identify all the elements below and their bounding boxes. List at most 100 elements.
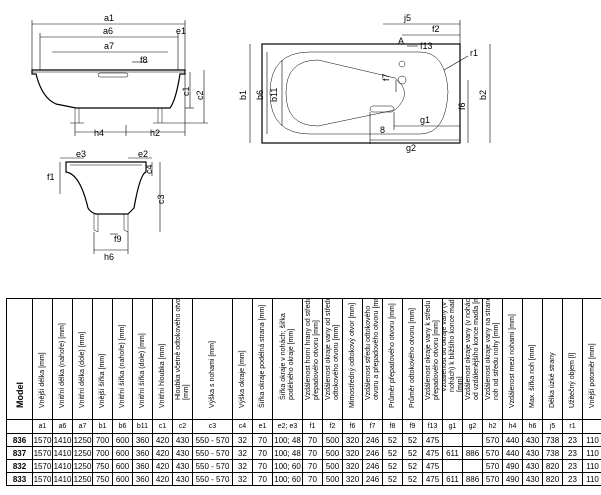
table-cell: 246 <box>362 433 383 447</box>
column-header: Vnitřní šířka (dole) [mm] <box>132 298 153 420</box>
table-cell: 500 <box>322 472 343 486</box>
table-cell: 360 <box>132 433 153 447</box>
label-f13: f13 <box>420 41 433 51</box>
model-cell: 832 <box>6 459 33 473</box>
table-cell: 600 <box>112 433 133 447</box>
label-f7: f7 <box>381 73 391 81</box>
table-cell: 430 <box>172 446 193 460</box>
table-cell: 886 <box>462 472 483 486</box>
column-header: Vzdálenost okraje vany k středu přepadov… <box>422 298 443 420</box>
table-cell: 52 <box>402 459 423 473</box>
table-cell: 1570 <box>32 433 53 447</box>
table-cell: 700 <box>92 433 113 447</box>
label-c3: c3 <box>156 194 166 204</box>
table-cell: 1410 <box>52 433 73 447</box>
column-header: Vzdálenost okraje vany na straně noh od … <box>482 298 503 420</box>
spec-table-container: Model Vnější délka [mm]Vnitřní délka (na… <box>6 298 601 486</box>
column-code: f2 <box>322 419 343 434</box>
column-header: Max. šířka noh [mm] <box>522 298 543 420</box>
column-header: Průměr odtokového otvoru [mm] <box>402 298 423 420</box>
table-cell: 320 <box>342 446 363 460</box>
column-code: h6 <box>522 419 543 434</box>
column-header: Výška s nohami [mm] <box>192 298 233 420</box>
table-cell: 820 <box>542 459 563 473</box>
table-cell: 550 - 570 <box>192 459 233 473</box>
table-cell: 320 <box>342 433 363 447</box>
table-cell: 70 <box>252 472 273 486</box>
table-cell: 738 <box>542 446 563 460</box>
table-cell: 1250 <box>72 459 93 473</box>
label-f1: f1 <box>47 172 55 182</box>
table-cell: 570 <box>482 446 503 460</box>
table-cell <box>442 433 463 447</box>
column-code: c3 <box>192 419 233 434</box>
table-cell: 500 <box>322 446 343 460</box>
column-code: h4 <box>502 419 523 434</box>
table-cell: 600 <box>112 446 133 460</box>
table-cell: 550 - 570 <box>192 472 233 486</box>
column-header: Šířka okraje podélná strana [mm] <box>252 298 273 420</box>
column-header: Vzdálenost od okraje vany (v nohách) k b… <box>442 298 463 420</box>
table-cell: 320 <box>342 459 363 473</box>
label-g1: g1 <box>420 115 430 125</box>
table-cell: 500 <box>322 459 343 473</box>
table-cell: 1250 <box>72 433 93 447</box>
column-code: c2 <box>172 419 193 434</box>
table-cell: 70 <box>302 472 323 486</box>
model-cell: 836 <box>6 433 33 447</box>
table-cell: 430 <box>172 433 193 447</box>
label-r1: r1 <box>470 48 478 58</box>
label-h4: h4 <box>94 128 104 138</box>
column-code: g2 <box>462 419 483 434</box>
column-header: Vnější potoměr [mm] <box>582 298 601 420</box>
label-f2: f2 <box>432 24 440 34</box>
column-header: Vzdálenost středu odtokového otvoru a př… <box>362 298 383 420</box>
side-view: a1 a6 e1 a7 f8 c1 c2 h4 h2 <box>31 13 208 138</box>
model-header: Model <box>6 298 33 420</box>
table-cell: 430 <box>522 459 543 473</box>
label-A: A <box>398 36 404 46</box>
table-cell: 110 <box>582 472 601 486</box>
table-cell: 100; 48 <box>272 446 303 460</box>
table-cell: 23 <box>562 446 583 460</box>
table-cell: 430 <box>172 472 193 486</box>
table-cell: 475 <box>422 459 443 473</box>
column-header: Vzdálenost okraje vany od středu odtokov… <box>322 298 343 420</box>
table-cell: 100; 60 <box>272 472 303 486</box>
column-code: f6 <box>342 419 363 434</box>
table-cell: 1410 <box>52 446 73 460</box>
table-cell: 886 <box>462 446 483 460</box>
column-code <box>582 419 601 434</box>
label-h2: h2 <box>150 128 160 138</box>
table-cell: 475 <box>422 446 443 460</box>
label-f6: f6 <box>457 102 467 110</box>
top-view: r1 j5 f2 A f13 b1 b6 b11 f7 f6 b2 g1 g2 … <box>238 13 491 153</box>
column-header: Hloubka včetně odtokového otvoru [mm] <box>172 298 193 420</box>
column-code: f8 <box>382 419 403 434</box>
table-cell: 570 <box>482 459 503 473</box>
table-cell: 1250 <box>72 446 93 460</box>
table-cell: 738 <box>542 433 563 447</box>
label-c1: c1 <box>181 86 191 96</box>
table-cell: 820 <box>542 472 563 486</box>
table-cell: 32 <box>232 472 253 486</box>
table-cell: 430 <box>522 446 543 460</box>
table-cell: 70 <box>302 459 323 473</box>
table-cell: 1250 <box>72 472 93 486</box>
label-a7: a7 <box>104 41 114 51</box>
table-cell: 52 <box>382 472 403 486</box>
column-code: r1 <box>562 419 583 434</box>
table-cell: 430 <box>522 472 543 486</box>
column-header: Délka úzké strany <box>542 298 563 420</box>
table-cell: 440 <box>502 433 523 447</box>
column-code: e1 <box>252 419 273 434</box>
column-code: b1 <box>92 419 113 434</box>
column-header: Vzdálenost mezi nohami [mm] <box>502 298 523 420</box>
table-cell: 1570 <box>32 459 53 473</box>
column-code: a7 <box>72 419 93 434</box>
table-cell: 1570 <box>32 446 53 460</box>
table-cell: 700 <box>92 446 113 460</box>
column-header: Vnitřní hloubka [mm] <box>152 298 173 420</box>
table-cell: 32 <box>232 433 253 447</box>
model-cell: 837 <box>6 446 33 460</box>
